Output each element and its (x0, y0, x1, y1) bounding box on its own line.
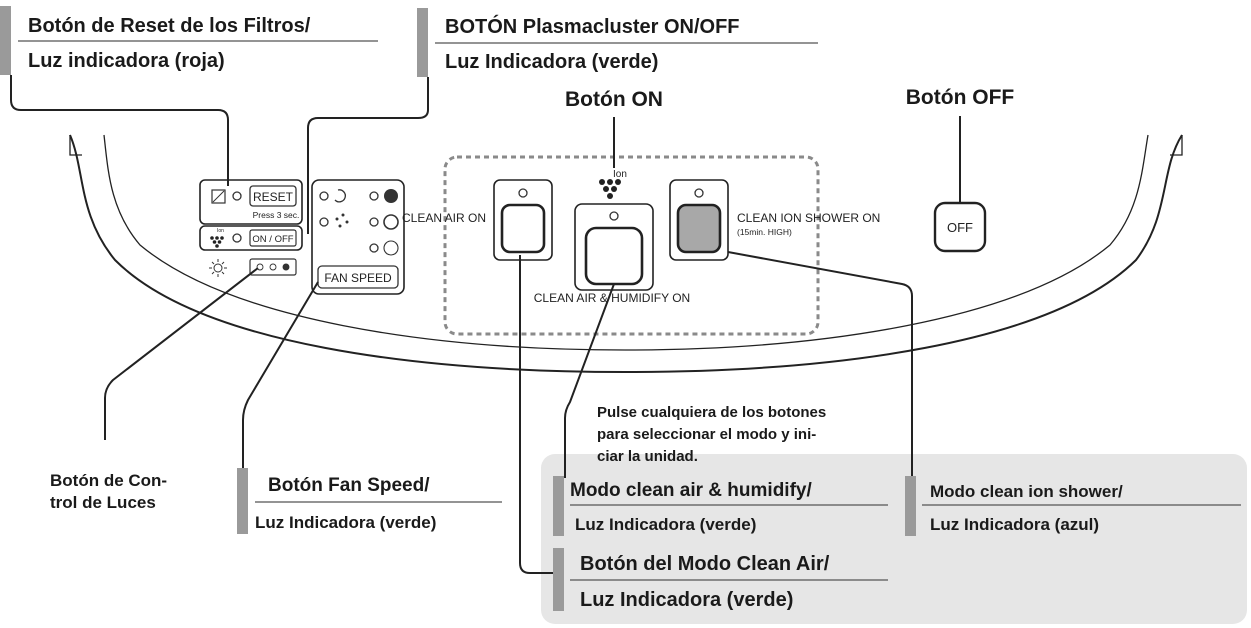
callout-plasmacluster-title: BOTÓN Plasmacluster ON/OFF (445, 14, 740, 38)
filter-icon (211, 189, 226, 204)
clean-air-humidify-indicator-light (609, 211, 619, 221)
leader-clean-air-humidify (564, 283, 615, 478)
clean-ion-shower-indicator-light (694, 188, 704, 198)
callout-fan-speed-sub: Luz Indicadora (verde) (255, 513, 436, 532)
fan-sparkle-icon (335, 213, 349, 228)
fan-auto-light (319, 191, 329, 201)
callout-plasmacluster-sub: Luz Indicadora (verde) (445, 51, 658, 73)
clean-air-frame (493, 179, 553, 261)
leader-lines (10, 75, 961, 574)
clean-ion-shower-frame (669, 179, 729, 261)
filter-icon-hatch (212, 190, 225, 203)
ion-big-icon (599, 179, 621, 199)
fan-speed-button[interactable] (317, 265, 399, 289)
callout-clean-air-humidify-sub: Luz Indicadora (verde) (575, 515, 756, 534)
callout-clean-air-humidify-title: Modo clean air & humidify/ (570, 480, 812, 501)
note-box (541, 454, 1247, 624)
ion-small-label: Ion (217, 228, 224, 234)
fan-speed-block: FAN SPEED (311, 179, 405, 295)
leader-filter-reset (10, 75, 229, 186)
ion-small-icon (210, 236, 224, 248)
clean-ion-shower-on-label: CLEAN ION SHOWER ON (737, 211, 880, 225)
leader-light-control (104, 267, 259, 440)
callout-clean-ion-shower-sub: Luz Indicadora (azul) (930, 515, 1099, 534)
press-hint: Press 3 sec. (253, 210, 300, 220)
onoff-button-label: ON / OFF (252, 234, 293, 245)
fan-quiet-icon (383, 240, 399, 256)
clean-air-humidify-button[interactable] (584, 226, 644, 286)
clean-ion-shower-sub-label: (15min. HIGH) (737, 227, 792, 237)
fan-auto-icon (334, 189, 346, 203)
reset-indicator-light (232, 191, 242, 201)
callout-filter-reset-sub: Luz indicadora (roja) (28, 50, 225, 72)
fan-high-icon (384, 189, 398, 203)
callout-filter-reset-title: Botón de Reset de los Filtros/ (28, 15, 311, 37)
clean-air-humidify-on-label: CLEAN AIR & HUMIDIFY ON (534, 291, 690, 305)
onoff-group-frame (199, 225, 303, 251)
fan-high-light (369, 191, 379, 201)
reset-group-frame (199, 179, 303, 225)
callout-light-control-line2: trol de Luces (50, 493, 156, 512)
reset-button-label: RESET (253, 190, 294, 204)
callout-bars (0, 6, 916, 611)
callout-on-title: Botón ON (565, 88, 663, 111)
ion-big-label: Ion (613, 169, 627, 180)
callout-light-control-line1: Botón de Con- (50, 471, 167, 490)
clean-ion-shower-button[interactable] (676, 203, 722, 254)
clean-air-on-label: CLEAN AIR ON (402, 211, 486, 225)
fan-low-light (319, 217, 329, 227)
note-line1: Pulse cualquiera de los botones (597, 404, 826, 421)
leader-fan-speed (242, 281, 319, 468)
mode-area-dotted-frame (443, 155, 820, 336)
clean-air-button[interactable] (500, 203, 546, 254)
clean-air-humidify-block (574, 203, 654, 291)
fan-speed-button-label: FAN SPEED (324, 271, 392, 285)
light-sun-icon (209, 259, 227, 277)
callout-clean-air-title: Botón del Modo Clean Air/ (580, 553, 830, 575)
clean-air-indicator-light (518, 188, 528, 198)
callout-clean-ion-shower-title: Modo clean ion shower/ (930, 482, 1123, 501)
leader-clean-air (519, 255, 560, 574)
reset-block: RESET Press 3 sec. Ion ON / OFF (199, 179, 303, 277)
reset-button[interactable] (249, 185, 297, 207)
light-control-icons (256, 263, 290, 271)
plasmacluster-indicator-light (232, 233, 242, 243)
fan-med-light (369, 217, 379, 227)
callout-off-title: Botón OFF (906, 86, 1015, 109)
off-button-label: OFF (947, 220, 973, 235)
note-line3: ciar la unidad. (597, 448, 698, 465)
leader-clean-ion-shower (727, 251, 913, 478)
unit-body (69, 134, 1183, 374)
callout-clean-air-sub: Luz Indicadora (verde) (580, 589, 793, 611)
clean-air-humidify-frame (574, 203, 654, 291)
light-control-button[interactable] (249, 258, 297, 276)
fan-med-icon (383, 214, 399, 230)
callout-underlines (18, 40, 1241, 581)
clean-ion-shower-block (669, 179, 729, 261)
fan-speed-frame (311, 179, 405, 295)
leader-plasmacluster (307, 77, 429, 234)
fan-quiet-light (369, 243, 379, 253)
note-line2: para seleccionar el modo y ini- (597, 426, 816, 443)
callout-fan-speed-title: Botón Fan Speed/ (268, 475, 430, 496)
onoff-button[interactable] (249, 229, 297, 247)
clean-air-block (493, 179, 553, 261)
